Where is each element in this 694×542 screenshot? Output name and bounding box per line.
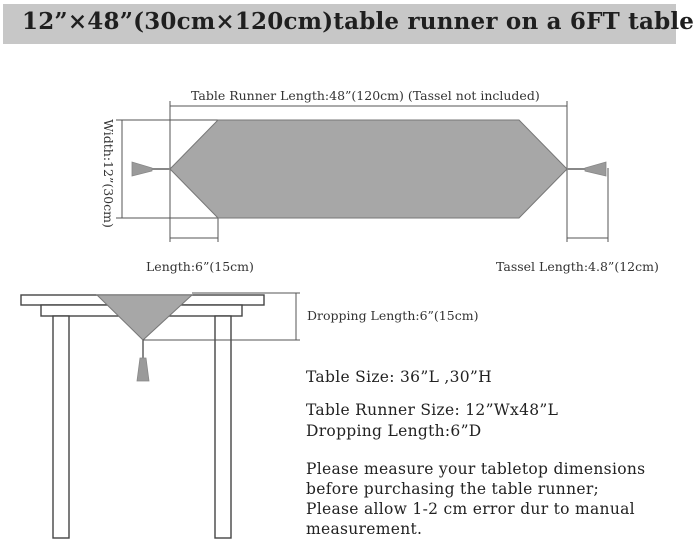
point-length-label: Length:6”(15cm) [146,259,254,274]
note-line: measurement. [306,520,423,538]
dropping-length-text: Dropping Length:6”D [306,422,482,440]
note-line: Please measure your tabletop dimensions [306,460,646,478]
tassel-length-label: Tassel Length:4.8”(12cm) [496,259,659,274]
note-line: Please allow 1-2 cm error dur to manual [306,500,635,518]
width-label: Width:12”(30cm) [100,119,116,228]
runner-length-label: Table Runner Length:48”(120cm) (Tassel n… [191,88,540,103]
left-tassel-icon [131,161,170,177]
runner-size-text: Table Runner Size: 12”Wx48”L [306,401,559,419]
page-title: 12”×48”(30cm×120cm)table runner on a 6FT… [22,8,694,35]
table-runner-shape [169,119,568,219]
dropping-length-label: Dropping Length:6”(15cm) [307,308,479,323]
note-line: before purchasing the table runner; [306,480,600,498]
note-text: Please measure your tabletop dimensions … [306,459,645,539]
right-tassel-icon [567,161,607,177]
title-bar [3,4,676,44]
table-runner-diagram [20,101,609,539]
draped-runner [95,294,194,382]
width-dimension [116,119,218,219]
dropping-length-dimension [143,292,300,341]
table-size-text: Table Size: 36”L ,30”H [306,368,492,386]
